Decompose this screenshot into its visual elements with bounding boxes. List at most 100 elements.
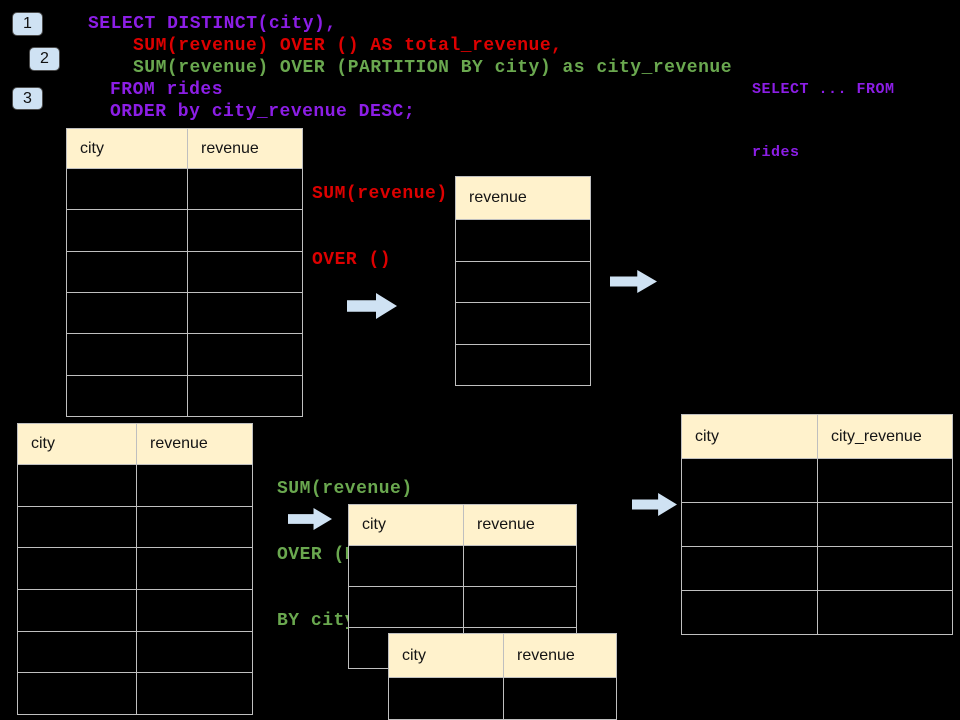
table-cell [456, 220, 590, 261]
column-header-revenue: revenue [201, 139, 259, 157]
annotation-total: SUM(revenue) OVER () [312, 139, 448, 315]
table-row [18, 464, 252, 506]
table-cell [67, 210, 188, 251]
column-header-city: city [18, 424, 137, 464]
table-row [67, 250, 302, 292]
table-row [456, 260, 590, 303]
table-row [18, 547, 252, 590]
step-badge-1: 1 [12, 12, 43, 36]
column-header-city: city [682, 415, 818, 458]
table-row [67, 291, 302, 334]
table-source-total-body [67, 168, 302, 416]
table-cell [456, 345, 590, 386]
table-cell [682, 503, 818, 546]
table-cell [188, 293, 302, 333]
table-row [67, 168, 302, 210]
table-total-result-body [456, 219, 590, 385]
table-cell [818, 503, 952, 546]
table-row [682, 590, 952, 634]
table-cell [818, 459, 952, 502]
table-row [67, 374, 302, 416]
column-header-revenue: revenue [477, 516, 535, 533]
column-header-revenue: revenue [150, 435, 208, 452]
table-cell [682, 459, 818, 502]
table-cell [18, 465, 137, 506]
table-row [682, 458, 952, 502]
table-cell [188, 169, 302, 209]
sql-line-from: FROM rides [110, 80, 224, 100]
table-cell [137, 673, 252, 714]
step-badge-3-label: 3 [23, 89, 32, 107]
sql-line-select: SELECT DISTINCT(city), [88, 14, 337, 34]
table-partition-group-2: city revenue [388, 633, 617, 720]
table-cell [18, 548, 137, 590]
table-cell [464, 546, 576, 586]
sql-line-order-by: ORDER by city_revenue DESC; [110, 102, 416, 122]
table-cell [18, 673, 137, 715]
table-cell [18, 590, 137, 631]
table-cell [349, 587, 464, 627]
column-header-city-revenue: city_revenue [831, 427, 922, 445]
table-row [682, 546, 952, 590]
table-cell [18, 631, 137, 673]
table-cell [682, 547, 818, 590]
table-row [67, 333, 302, 375]
table-cell [188, 376, 302, 416]
table-cell [188, 252, 302, 292]
table-cell [504, 678, 616, 719]
table-row [67, 209, 302, 251]
table-row [456, 302, 590, 344]
table-cell [137, 465, 252, 506]
table-cell [818, 591, 952, 634]
annotation-partition-line-1: SUM(revenue) [277, 479, 413, 499]
column-header-city: city [349, 505, 464, 545]
table-cell [137, 507, 252, 548]
column-header-revenue: revenue [469, 189, 527, 206]
annotation-total-line-1: SUM(revenue) [312, 184, 448, 204]
table-partition-result-body [682, 458, 952, 634]
table-partition-result-header: city city_revenue [682, 415, 952, 458]
table-row [456, 343, 590, 386]
table-source-partition: city revenue [17, 423, 253, 715]
table-source-total-header: city revenue [67, 129, 302, 168]
table-row [349, 586, 576, 627]
step-badge-1-label: 1 [23, 15, 32, 32]
table-total-result-header: revenue [456, 177, 590, 219]
side-note-line-1: SELECT ... FROM [752, 81, 895, 98]
side-note: SELECT ... FROM rides [752, 37, 895, 205]
table-partition-group-2-body [389, 677, 616, 720]
table-row [18, 505, 252, 548]
table-cell [67, 375, 188, 416]
table-cell [67, 292, 188, 334]
table-cell [188, 210, 302, 250]
table-cell [818, 547, 952, 590]
table-source-partition-header: city revenue [18, 424, 252, 464]
sql-line-total-revenue: SUM(revenue) OVER () AS total_revenue, [133, 36, 563, 56]
table-cell [67, 169, 188, 210]
table-source-total: city revenue [66, 128, 303, 417]
side-note-line-2: rides [752, 144, 800, 161]
table-row [349, 545, 576, 586]
table-row [18, 630, 252, 673]
table-cell [389, 678, 504, 719]
table-partition-group-1-header: city revenue [349, 505, 576, 545]
table-cell [18, 506, 137, 548]
column-header-city: city [389, 634, 504, 677]
step-badge-3: 3 [12, 87, 43, 110]
table-row [682, 502, 952, 546]
table-source-partition-body [18, 464, 252, 715]
table-row [18, 672, 252, 715]
column-header-city: city [67, 129, 188, 168]
table-row [389, 677, 616, 719]
table-cell [67, 334, 188, 375]
table-row [456, 219, 590, 261]
table-partition-group-2-header: city revenue [389, 634, 616, 677]
table-cell [464, 587, 576, 627]
table-cell [456, 303, 590, 344]
table-cell [137, 590, 252, 631]
table-cell [188, 334, 302, 374]
arrow-right-icon [610, 270, 657, 293]
sql-line-city-revenue: SUM(revenue) OVER (PARTITION BY city) as… [133, 58, 732, 78]
table-cell [349, 546, 464, 586]
